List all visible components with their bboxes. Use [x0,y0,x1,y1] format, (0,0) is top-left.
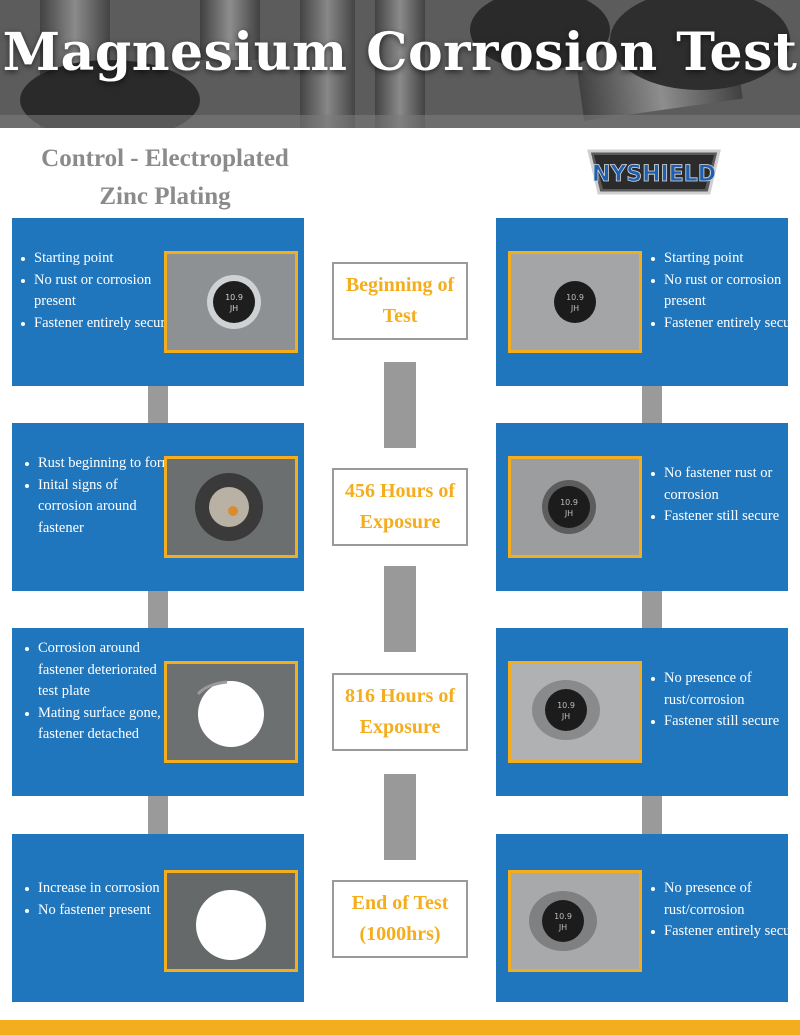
fastener-photo [164,661,298,763]
svg-text:10.9: 10.9 [225,293,243,302]
svg-text:10.9: 10.9 [557,701,575,710]
list-item: Corrosion around fastener deteriorated t… [25,638,176,703]
svg-text:10.9: 10.9 [566,293,584,302]
nyshield-notes: Starting point No rust or corrosion pres… [642,248,800,334]
list-item: No rust or corrosion present [21,270,174,313]
header-banner: Magnesium Corrosion Test [0,0,800,128]
nyshield-notes: No presence of rust/corrosion Fastener e… [642,878,800,943]
control-notes: Corrosion around fastener deteriorated t… [16,638,176,746]
list-item: Fastener still secure [651,711,800,733]
list-item: Fastener entirely secure [651,921,800,943]
stage-label-3: 816 Hours of Exposure [332,673,468,751]
footer-bar [0,1020,800,1035]
fastener-photo [164,456,298,558]
timeline-segment [384,566,416,652]
list-item: Rust beginning to form [25,453,176,475]
control-panel-stage-1: Starting point No rust or corrosion pres… [12,218,304,386]
stage-label-1: Beginning of Test [332,262,468,340]
list-item: Inital signs of corrosion around fastene… [25,475,176,540]
list-item: Fastener entirely secure [651,313,800,335]
bolts-background-image [0,0,800,128]
list-item: No rust or corrosion present [651,270,800,313]
control-panel-stage-3: Corrosion around fastener deteriorated t… [12,628,304,796]
list-item: Starting point [651,248,800,270]
nyshield-notes: No fastener rust or corrosion Fastener s… [642,463,800,528]
fastener-photo [164,870,298,972]
svg-text:JH: JH [564,509,573,518]
svg-text:10.9: 10.9 [560,498,578,507]
svg-text:JH: JH [570,304,579,313]
list-item: No fastener present [25,900,176,922]
stage-label-2: 456 Hours of Exposure [332,468,468,546]
stage-label-4: End of Test (1000hrs) [332,880,468,958]
svg-text:NYSHIELD: NYSHIELD [592,162,716,187]
svg-text:JH: JH [561,712,570,721]
timeline-segment [384,774,416,860]
list-item: No presence of rust/corrosion [651,878,800,921]
nyshield-logo: NYSHIELD [585,141,723,199]
list-item: Starting point [21,248,174,270]
control-panel-stage-4: Increase in corrosion No fastener presen… [12,834,304,1002]
list-item: Fastener entirely secure [21,313,174,335]
list-item: No fastener rust or corrosion [651,463,800,506]
control-notes: Starting point No rust or corrosion pres… [12,248,174,334]
control-notes: Increase in corrosion No fastener presen… [16,878,176,921]
svg-text:10.9: 10.9 [554,912,572,921]
list-item: No presence of rust/corrosion [651,668,800,711]
svg-text:JH: JH [558,923,567,932]
nyshield-notes: No presence of rust/corrosion Fastener s… [642,668,800,733]
timeline-segment [384,362,416,448]
control-notes: Rust beginning to form Inital signs of c… [16,453,176,539]
svg-text:JH: JH [229,304,238,313]
page-subtitle: Control - Electroplated Zinc Plating [41,145,289,210]
list-item: Increase in corrosion [25,878,176,900]
list-item: Mating surface gone, fastener detached [25,703,176,746]
control-panel-stage-2: Rust beginning to form Inital signs of c… [12,423,304,591]
page-title: Magnesium Corrosion Test [2,22,798,83]
list-item: Fastener still secure [651,506,800,528]
